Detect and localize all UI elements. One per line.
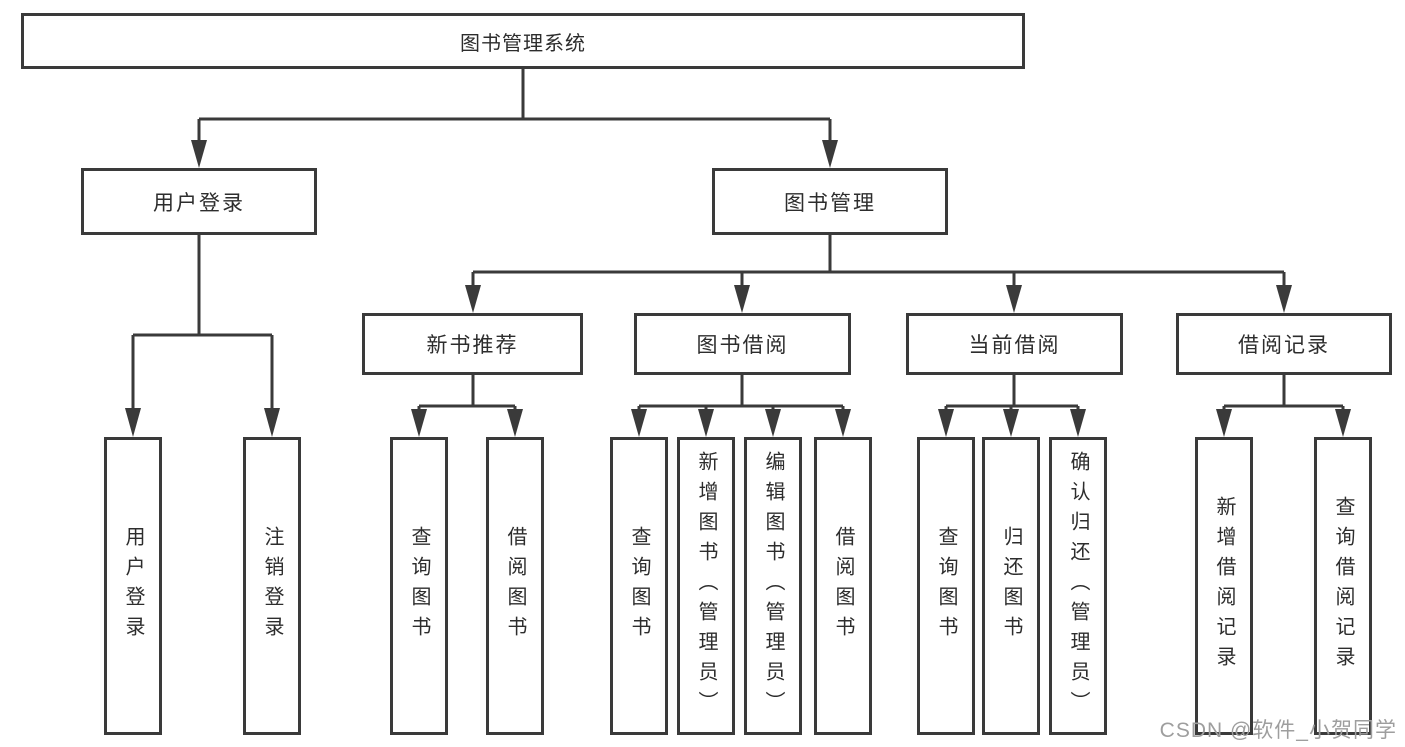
leaf-confirm-return-admin: 确认归还（管理员） bbox=[1049, 437, 1107, 735]
node-label: 图书借阅 bbox=[696, 334, 789, 357]
node-current-borrowing: 当前借阅 bbox=[906, 313, 1123, 375]
arrowheads bbox=[125, 140, 1351, 437]
leaf-label: 借阅图书 bbox=[504, 526, 526, 646]
leaf-query-books-borrowing: 查询图书 bbox=[610, 437, 668, 735]
node-label: 图书管理 bbox=[784, 191, 876, 215]
leaf-label: 归还图书 bbox=[1000, 526, 1022, 646]
leaf-add-books-admin: 新增图书（管理员） bbox=[677, 437, 735, 735]
leaf-label: 确认归还（管理员） bbox=[1067, 451, 1089, 721]
node-label: 借阅记录 bbox=[1238, 334, 1330, 357]
node-user-login: 用户登录 bbox=[81, 168, 317, 235]
leaf-logout: 注销登录 bbox=[243, 437, 301, 735]
leaf-user-login: 用户登录 bbox=[104, 437, 162, 735]
node-library-management-system: 图书管理系统 bbox=[21, 13, 1025, 69]
node-book-management: 图书管理 bbox=[712, 168, 948, 235]
leaf-return-books: 归还图书 bbox=[982, 437, 1040, 735]
leaf-borrow-books-recommend: 借阅图书 bbox=[486, 437, 544, 735]
leaf-label: 查询图书 bbox=[628, 526, 650, 646]
leaf-query-borrowing-record: 查询借阅记录 bbox=[1314, 437, 1372, 735]
leaf-borrow-books-borrowing: 借阅图书 bbox=[814, 437, 872, 735]
leaf-query-books-current: 查询图书 bbox=[917, 437, 975, 735]
leaf-label: 编辑图书（管理员） bbox=[762, 451, 784, 721]
leaf-edit-books-admin: 编辑图书（管理员） bbox=[744, 437, 802, 735]
leaf-add-borrowing-record: 新增借阅记录 bbox=[1195, 437, 1253, 735]
node-borrowing-records: 借阅记录 bbox=[1176, 313, 1392, 375]
leaf-label: 借阅图书 bbox=[832, 526, 854, 646]
leaf-label: 查询图书 bbox=[408, 526, 430, 646]
node-label: 图书管理系统 bbox=[460, 32, 586, 55]
leaf-label: 新增借阅记录 bbox=[1213, 496, 1235, 676]
leaf-label: 用户登录 bbox=[122, 526, 144, 646]
leaf-label: 注销登录 bbox=[261, 526, 283, 646]
node-label: 新书推荐 bbox=[426, 334, 519, 357]
watermark: CSDN @软件_小贺同学 bbox=[1159, 719, 1397, 742]
node-label: 用户登录 bbox=[153, 191, 245, 215]
leaf-label: 查询借阅记录 bbox=[1332, 496, 1354, 676]
leaf-label: 新增图书（管理员） bbox=[695, 451, 717, 721]
leaf-query-books-recommend: 查询图书 bbox=[390, 437, 448, 735]
node-label: 当前借阅 bbox=[968, 334, 1061, 357]
leaf-label: 查询图书 bbox=[935, 526, 957, 646]
node-book-borrowing: 图书借阅 bbox=[634, 313, 851, 375]
node-new-book-recommendation: 新书推荐 bbox=[362, 313, 583, 375]
